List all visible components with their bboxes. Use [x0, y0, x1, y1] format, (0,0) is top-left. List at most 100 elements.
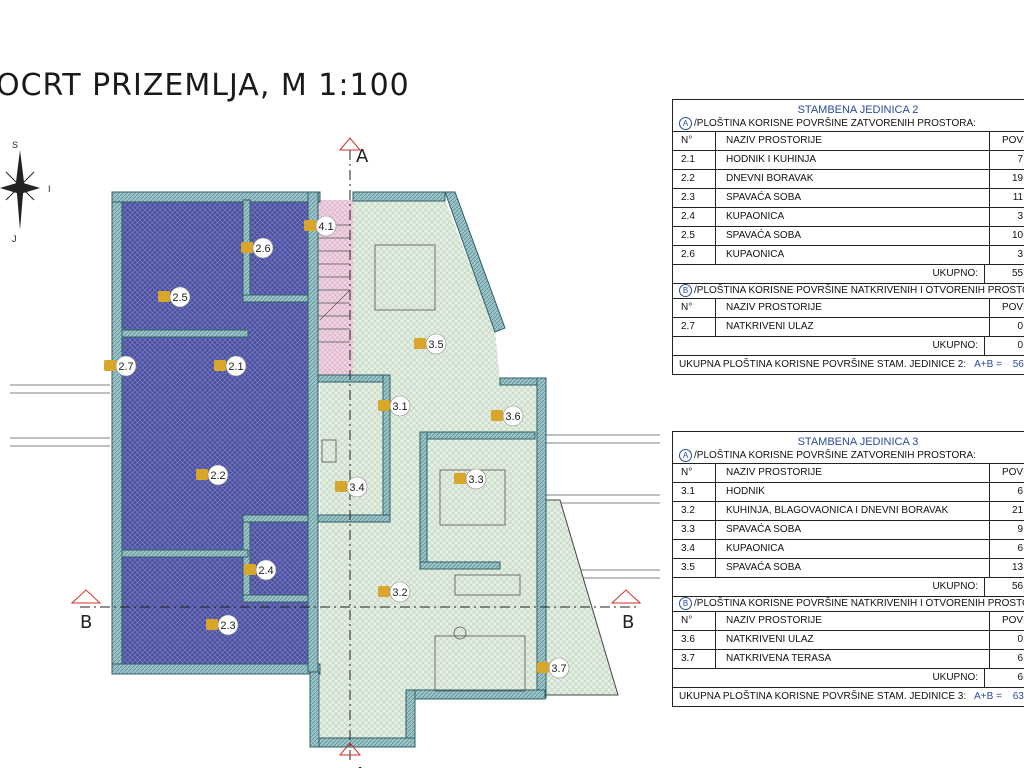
cell-no: 3.4: [673, 540, 716, 558]
unit-3-table: STAMBENA JEDINICA 3 A/PLOŠTINA KORISNE P…: [672, 431, 1024, 707]
room-number: 3.1: [392, 401, 407, 413]
section-a-badge: A: [679, 117, 692, 130]
room-number: 3.6: [505, 411, 520, 423]
section-b-badge: B: [679, 284, 692, 297]
section-label-a-bottom: A: [354, 764, 367, 768]
section-b-badge: B: [679, 597, 692, 610]
cell-no: 2.2: [673, 170, 716, 188]
cell-name: NATKRIVENI ULAZ: [716, 318, 990, 336]
room-number: 2.2: [210, 470, 225, 482]
tag-icon: [196, 469, 208, 480]
room-number-bubble: [465, 468, 487, 490]
room-number-bubble: [389, 581, 411, 603]
compass-icon: S I J: [0, 140, 51, 244]
stair-steps: [318, 224, 351, 343]
cell-area: 21,91: [1011, 505, 1024, 516]
unit-3-total-b: UKUPNO:6,93: [673, 669, 1024, 688]
room-number: 3.7: [551, 663, 566, 675]
cell-name: NATKRIVENI ULAZ: [716, 631, 990, 649]
room-number: 3.4: [349, 482, 364, 494]
room-label-marker: 2.6: [241, 237, 274, 259]
cell-name: DNEVNI BORAVAK: [716, 170, 990, 188]
unit-3-title: STAMBENA JEDINICA 3: [797, 436, 919, 448]
unit-2-section-a-title: A/PLOŠTINA KORISNE POVRŠINE ZATVORENIH P…: [673, 117, 1024, 132]
section-label-b-right: B: [622, 612, 634, 633]
tag-icon: [454, 473, 466, 484]
section-label-a-top: A: [356, 146, 369, 167]
compass-north: S: [12, 140, 18, 150]
cell-no: 3.7: [673, 650, 716, 668]
unit-2-title: STAMBENA JEDINICA 2: [797, 104, 919, 116]
cell-name: SPAVAĆA SOBA: [716, 189, 990, 207]
plan-title: OCRT PRIZEMLJA, M 1:100: [0, 68, 410, 103]
floor-plan: A A B B S I J 2.1 2.2 2.3 2.4 2.5 2.6 2.7 3.1 3.…: [0, 137, 660, 768]
cell-area: 6,00: [1017, 486, 1024, 497]
cell-name: KUPAONICA: [716, 246, 990, 264]
room-number: 3.3: [468, 474, 483, 486]
cell-no: 2.6: [673, 246, 716, 264]
room-number: 2.5: [172, 292, 187, 304]
room-labels: 2.1 2.2 2.3 2.4 2.5 2.6 2.7 3.1 3.2 3.3 3.4 3.5 3.6 3…: [104, 215, 570, 679]
cell-no: 2.1: [673, 151, 716, 169]
unit-2-summary: UKUPNA PLOŠTINA KORISNE POVRŠINE STAM. J…: [679, 359, 1024, 370]
section-label-b-left: B: [80, 612, 92, 633]
room-number: 3.2: [392, 587, 407, 599]
cell-no: 3.3: [673, 521, 716, 539]
cell-name: NATKRIVENA TERASA: [716, 650, 990, 668]
cell-no: 3.5: [673, 559, 716, 577]
room-label-marker: 3.6: [491, 405, 524, 427]
room-number: 3.5: [428, 339, 443, 351]
unit-3-header-row-b: N° NAZIV PROSTORIJE POVRŠ: [673, 612, 1024, 631]
tag-icon: [335, 481, 347, 492]
cell-area: 13,35: [1011, 562, 1024, 573]
room-number-bubble: [425, 333, 447, 355]
unit-3-section-a-title: A/PLOŠTINA KORISNE POVRŠINE ZATVORENIH P…: [673, 449, 1024, 464]
cell-name: KUPAONICA: [716, 208, 990, 226]
tag-icon: [158, 291, 170, 302]
cell-name: SPAVAĆA SOBA: [716, 521, 990, 539]
room-label-marker: 2.3: [206, 614, 239, 636]
room-number-bubble: [217, 614, 239, 636]
room-label-marker: 2.4: [244, 559, 277, 581]
tag-icon: [378, 586, 390, 597]
cell-no: 3.6: [673, 631, 716, 649]
cell-name: KUPAONICA: [716, 540, 990, 558]
cell-area: 0,80: [1017, 321, 1024, 332]
room-number-bubble: [169, 286, 191, 308]
tag-icon: [244, 564, 256, 575]
tag-icon: [378, 400, 390, 411]
room-number-bubble: [255, 559, 277, 581]
tag-icon: [414, 338, 426, 349]
section-a-badge: A: [679, 449, 692, 462]
tag-icon: [241, 242, 253, 253]
cell-name: KUHINJA, BLAGOVAONICA I DNEVNI BORAVAK: [716, 502, 990, 520]
cell-name: HODNIK I KUHINJA: [716, 151, 990, 169]
cell-area: 3,80: [1017, 249, 1024, 260]
cell-no: 2.7: [673, 318, 716, 336]
cell-no: 2.4: [673, 208, 716, 226]
room-number: 2.6: [255, 243, 270, 255]
cell-name: HODNIK: [716, 483, 990, 501]
room-number-bubble: [315, 215, 337, 237]
room-number: 2.1: [228, 361, 243, 373]
room-number-bubble: [207, 464, 229, 486]
room-number: 4.1: [318, 221, 333, 233]
unit-3-header-row: N° NAZIV PROSTORIJE POVRŠ: [673, 464, 1024, 483]
unit-3-floor: [320, 200, 619, 740]
room-label-marker: 2.7: [104, 355, 137, 377]
unit-3-total-a: UKUPNO:56,55: [673, 578, 1024, 597]
room-label-marker: 3.5: [414, 333, 447, 355]
room-label-marker: 3.4: [335, 476, 368, 498]
room-label-marker: 3.2: [378, 581, 411, 603]
tag-icon: [491, 410, 503, 421]
room-number-bubble: [389, 395, 411, 417]
cell-area: 9,08: [1017, 524, 1024, 535]
